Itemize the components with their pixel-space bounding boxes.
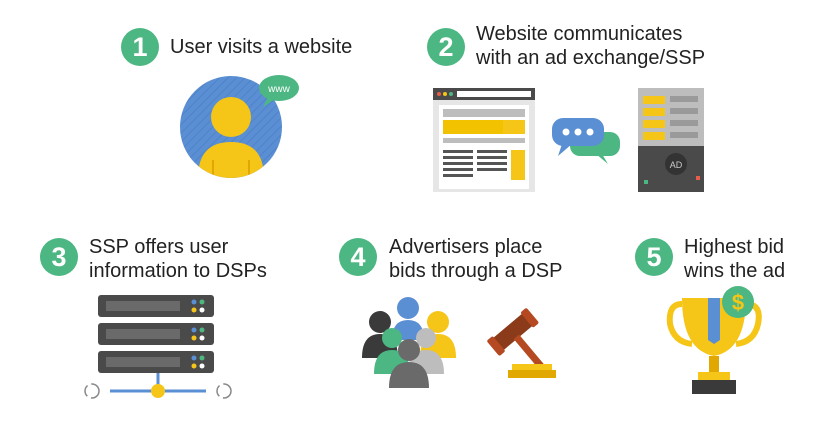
website-browser-icon <box>433 88 535 192</box>
advertisers-group-icon <box>362 297 456 388</box>
step-2-caption: Website communicates with an ad exchange… <box>476 22 705 70</box>
coin-dollar-symbol: $ <box>732 290 744 315</box>
ad-server-icon: AD <box>638 88 704 192</box>
step-3-number: 3 <box>40 238 78 276</box>
step-2-caption-line2: with an ad exchange/SSP <box>476 47 706 69</box>
step-1-number: 1 <box>121 28 159 66</box>
step-4-caption-line2: bids through a DSP <box>389 260 563 282</box>
server-unit <box>98 323 214 345</box>
step-1-caption: User visits a website <box>170 35 352 59</box>
chat-bubbles-icon <box>552 118 620 164</box>
step-3-caption-line2: information to DSPs <box>89 260 267 282</box>
step-4-number: 4 <box>339 238 377 276</box>
gavel-icon <box>487 308 556 378</box>
step-4-caption-line1: Advertisers place <box>389 236 543 258</box>
trophy-icon: $ <box>666 286 762 394</box>
server-unit <box>98 295 214 317</box>
user-visits-website-icon: www <box>180 75 299 178</box>
step-3-caption-line1: SSP offers user <box>89 236 229 258</box>
server-unit <box>98 351 214 373</box>
step-5-caption-line2: wins the ad <box>684 260 786 282</box>
step-5-caption-line1: Highest bid <box>684 236 785 258</box>
step-4-caption: Advertisers place bids through a DSP <box>389 235 562 283</box>
step-2-number: 2 <box>427 28 465 66</box>
ssp-server-stack-icon <box>84 295 232 399</box>
step-2-caption-line1: Website communicates <box>476 23 683 45</box>
server-ad-badge: AD <box>670 160 683 170</box>
step-5-number: 5 <box>635 238 673 276</box>
www-bubble-text: www <box>267 84 290 95</box>
step-3-caption: SSP offers user information to DSPs <box>89 235 267 283</box>
step-5-caption: Highest bid wins the ad <box>684 235 785 283</box>
step-1-caption-line1: User visits a website <box>170 36 353 58</box>
